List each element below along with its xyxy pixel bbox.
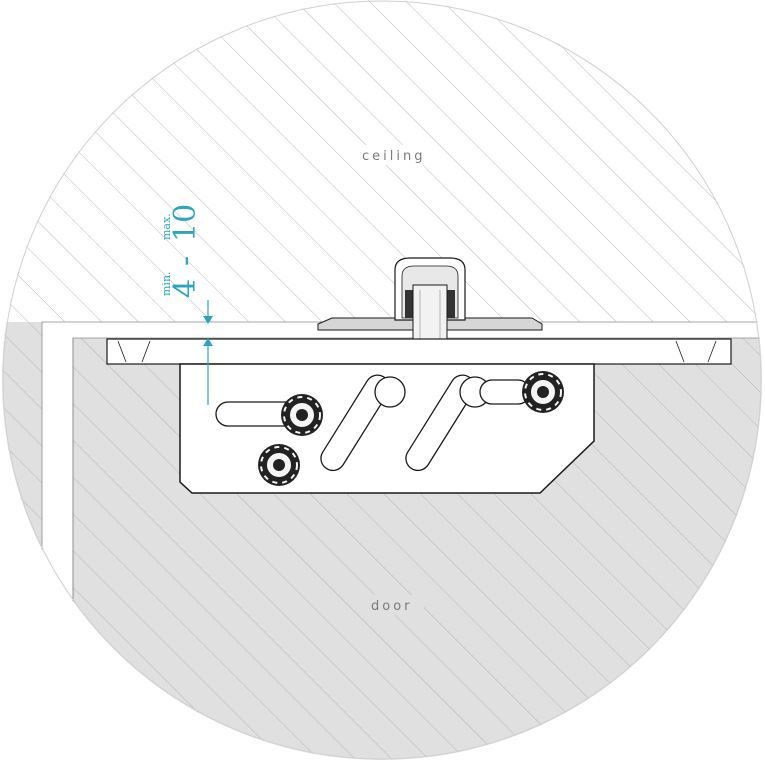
adjustment-slot-diagonal-left (320, 374, 391, 472)
dimension-min-value: 4 (168, 279, 203, 298)
dimension-max-label: max. (160, 213, 173, 240)
gap-dimension: min. 4 - max. 10 (160, 204, 213, 405)
closer-body (179, 363, 595, 494)
door-top-plate (106, 338, 732, 365)
dimension-max-value: 10 (168, 204, 203, 242)
door-label: door (371, 599, 413, 614)
bolt-3 (258, 444, 300, 486)
dimension-separator: - (168, 256, 203, 266)
dimension-min-label: min. (160, 271, 173, 296)
bolt-1 (281, 394, 323, 436)
ceiling-label: ceiling (362, 149, 425, 164)
ceiling-mount-flange (317, 257, 543, 344)
bolt-2 (522, 371, 564, 413)
adjustment-slot-diagonal-right (405, 374, 476, 472)
